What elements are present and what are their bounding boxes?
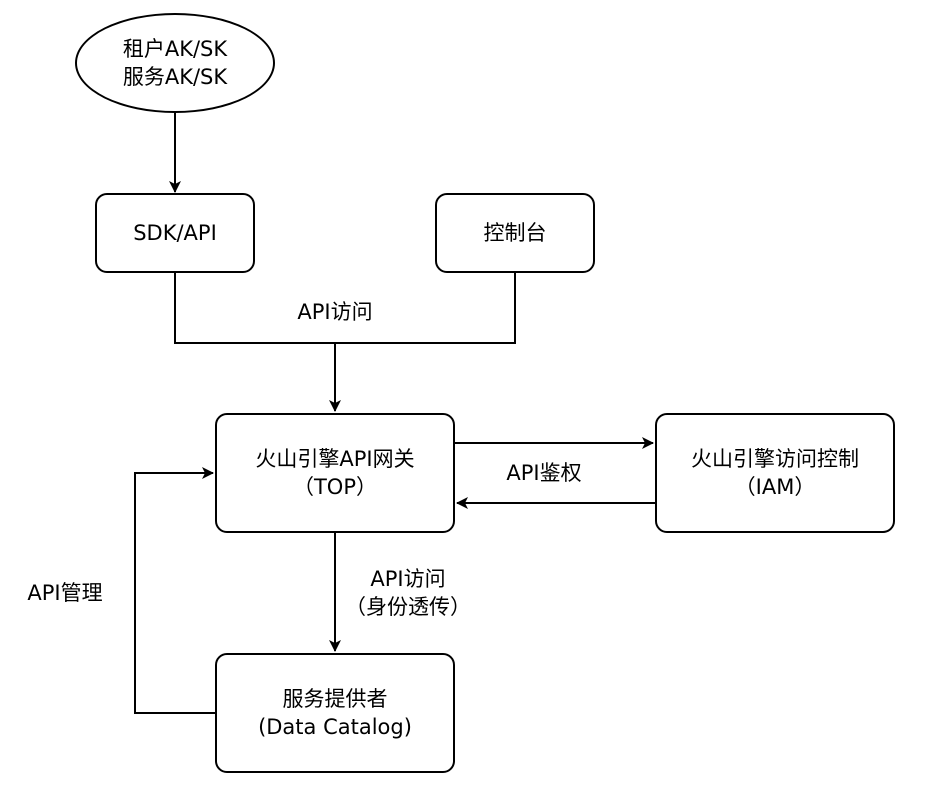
iam-line-1: 火山引擎访问控制 bbox=[691, 447, 859, 471]
gateway-line-1: 火山引擎API网关 bbox=[255, 447, 415, 471]
node-credentials: 租户AK/SK 服务AK/SK bbox=[75, 13, 275, 113]
provider-line-1: 服务提供者 bbox=[282, 687, 388, 711]
gateway-line-2: （TOP） bbox=[292, 475, 378, 499]
edge-label-api-access-bottom: API访问 （身份透传） bbox=[343, 565, 473, 621]
credentials-line-1: 租户AK/SK bbox=[122, 37, 228, 61]
edge-sdk-to-junction bbox=[174, 273, 335, 344]
edge-label-api-access-bottom-line-1: API访问 bbox=[370, 567, 446, 591]
sdk-api-label: SDK/API bbox=[133, 221, 217, 245]
edge-provider-to-gateway bbox=[134, 467, 215, 714]
edge-label-api-access-bottom-line-2: （身份透传） bbox=[345, 595, 471, 619]
node-sdk-api: SDK/API bbox=[95, 193, 255, 273]
edge-label-api-access-top: API访问 bbox=[297, 300, 373, 324]
iam-line-2: （IAM） bbox=[734, 475, 816, 499]
node-gateway: 火山引擎API网关 （TOP） bbox=[215, 413, 455, 533]
credentials-line-2: 服务AK/SK bbox=[122, 65, 228, 89]
node-iam: 火山引擎访问控制 （IAM） bbox=[655, 413, 895, 533]
provider-line-2: (Data Catalog) bbox=[258, 715, 412, 739]
edge-label-api-management: API管理 bbox=[27, 581, 103, 605]
edge-label-api-auth: API鉴权 bbox=[506, 461, 582, 485]
node-provider: 服务提供者 (Data Catalog) bbox=[215, 653, 455, 773]
node-console: 控制台 bbox=[435, 193, 595, 273]
edge-console-to-junction bbox=[335, 273, 516, 344]
console-label: 控制台 bbox=[483, 221, 547, 245]
